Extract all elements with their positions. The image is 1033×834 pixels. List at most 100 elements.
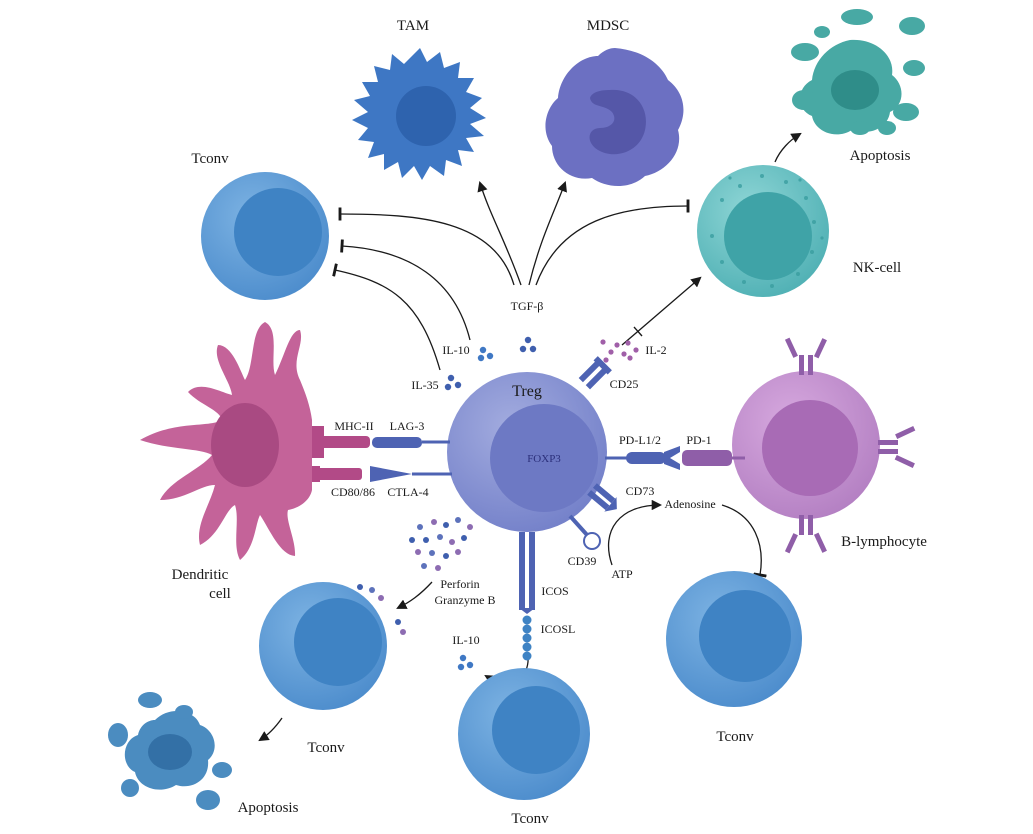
mhc-ii-lag3-receptors [312, 426, 450, 458]
nk-to-apoptosis-arrow [774, 132, 802, 163]
il10-top-dots [477, 346, 494, 362]
foxp3-label: FOXP3 [527, 453, 561, 465]
il10-inhibits-tconv-line [340, 239, 471, 341]
icos-icosl-receptors [519, 532, 535, 661]
tconv-apoptosis: Apoptosis [108, 692, 299, 816]
nk-apoptotic-nucleus [831, 70, 879, 110]
tconv-blob-2 [108, 723, 128, 747]
granzyme-b-label: Granzyme B [435, 593, 496, 607]
nk-cell-nucleus [724, 192, 812, 280]
tconv-apoptotic-nucleus [148, 734, 192, 770]
tam-cell: TAM [352, 18, 486, 180]
nk-blob-8 [878, 121, 896, 135]
tconv-bottom-left-nucleus [294, 598, 382, 686]
il35-dots [444, 374, 462, 391]
molecule-labels: TGF-β IL-10 IL-35 IL-2 CD25 MHC-II LAG-3… [331, 299, 716, 647]
b-lymphocyte-nucleus [762, 400, 858, 496]
tgfb-inhibits-nk-line [535, 199, 690, 286]
tgfb-dots [519, 336, 537, 353]
tconv-bottom-center-nucleus [492, 686, 580, 774]
cd73-label: CD73 [626, 484, 655, 498]
tconv-top-left-nucleus [234, 188, 322, 276]
tconv-blob-5 [121, 779, 139, 797]
icosl-label: ICOSL [541, 622, 576, 636]
dendritic-cell: Dendritic cell [140, 322, 312, 602]
nk-blob-1 [841, 9, 873, 25]
nk-cell: NK-cell [697, 165, 901, 297]
nk-granules [710, 174, 824, 288]
icos-receptor [519, 532, 525, 610]
b-lymphocyte-cell: B-lymphocyte [732, 337, 927, 554]
dendritic-nucleus [211, 403, 279, 487]
atp-adenosine-arrow [607, 499, 663, 566]
perforin-label: Perforin [440, 577, 479, 591]
tconv-bottom-center: Tconv [458, 668, 590, 827]
il2-dots [600, 339, 639, 363]
cd39-label: CD39 [568, 554, 597, 568]
nk-blob-7 [850, 121, 870, 135]
icos-label: ICOS [541, 584, 568, 598]
perforin-granzyme-dots [409, 517, 473, 571]
treg-cell: Treg FOXP3 [447, 372, 607, 532]
tconv-blob-4 [196, 790, 220, 810]
nk-cell-label: NK-cell [853, 260, 901, 276]
cd80-ctla4-receptors [312, 466, 452, 482]
tconv-blob-3 [212, 762, 232, 778]
il2-block-tick [633, 326, 643, 337]
nk-blob-3 [791, 43, 819, 61]
atp-label: ATP [611, 567, 633, 581]
dendritic-label-line1: Dendritic [172, 567, 229, 583]
mdsc-cell: MDSC [545, 18, 684, 186]
nk-blob-5 [792, 90, 816, 110]
mhc-ii-receptor [312, 436, 370, 448]
nk-blob-6 [893, 103, 919, 121]
tconv-bottom-center-label: Tconv [511, 811, 549, 827]
il10-bottom-dots [457, 654, 474, 671]
nk-blob-4 [903, 60, 925, 76]
perforin-to-tconv-arrow [396, 581, 433, 609]
lag3-label: LAG-3 [390, 419, 425, 433]
tconv-blob-1 [138, 692, 162, 708]
icosl-receptor [522, 615, 532, 661]
lag3-receptor [372, 437, 422, 448]
tgfb-to-mdsc-arrow [528, 181, 567, 286]
mdsc-nucleus [589, 89, 646, 155]
apoptosis-nk-label: Apoptosis [850, 148, 911, 164]
pd-l1-2-receptor [626, 452, 666, 464]
tconv-top-left: Tconv [191, 151, 329, 300]
b-lymphocyte-label: B-lymphocyte [841, 534, 927, 550]
tconv-bottom-right-nucleus [699, 590, 791, 682]
ctla4-receptor [370, 466, 412, 482]
il2-blocked-nk-arrow [621, 276, 702, 346]
nk-blob-2 [899, 17, 925, 35]
treg-nucleus [490, 404, 598, 512]
antibody-top [784, 337, 827, 375]
il35-label: IL-35 [411, 378, 438, 392]
mdsc-label: MDSC [587, 18, 630, 34]
cd80-86-receptor [312, 468, 362, 480]
il35-inhibits-tconv-line [332, 263, 441, 371]
pd-l1-2-label: PD-L1/2 [619, 433, 661, 447]
nk-apoptosis: Apoptosis [791, 9, 925, 164]
ctla4-label: CTLA-4 [387, 485, 428, 499]
tconv-top-left-label: Tconv [191, 151, 229, 167]
tam-nucleus [396, 86, 456, 146]
perforin-target-dots [357, 584, 406, 635]
tconv-bottom-left-label: Tconv [307, 740, 345, 756]
tam-label: TAM [397, 18, 429, 34]
cd39-receptor [568, 514, 601, 550]
nk-blob-9 [814, 26, 830, 38]
apoptosis-tconv-label: Apoptosis [238, 800, 299, 816]
cd80-86-label: CD80/86 [331, 485, 375, 499]
pd1-receptor [682, 450, 732, 466]
antibody-right [878, 425, 916, 468]
tgf-beta-label: TGF-β [511, 299, 544, 313]
il10-top-label: IL-10 [442, 343, 469, 357]
treg-label: Treg [512, 383, 542, 400]
cd25-label: CD25 [610, 377, 639, 391]
il10-bottom-label: IL-10 [452, 633, 479, 647]
tconv-bottom-left: Tconv [259, 582, 387, 756]
adenosine-label: Adenosine [664, 497, 715, 511]
cd25-receptor [578, 356, 612, 390]
